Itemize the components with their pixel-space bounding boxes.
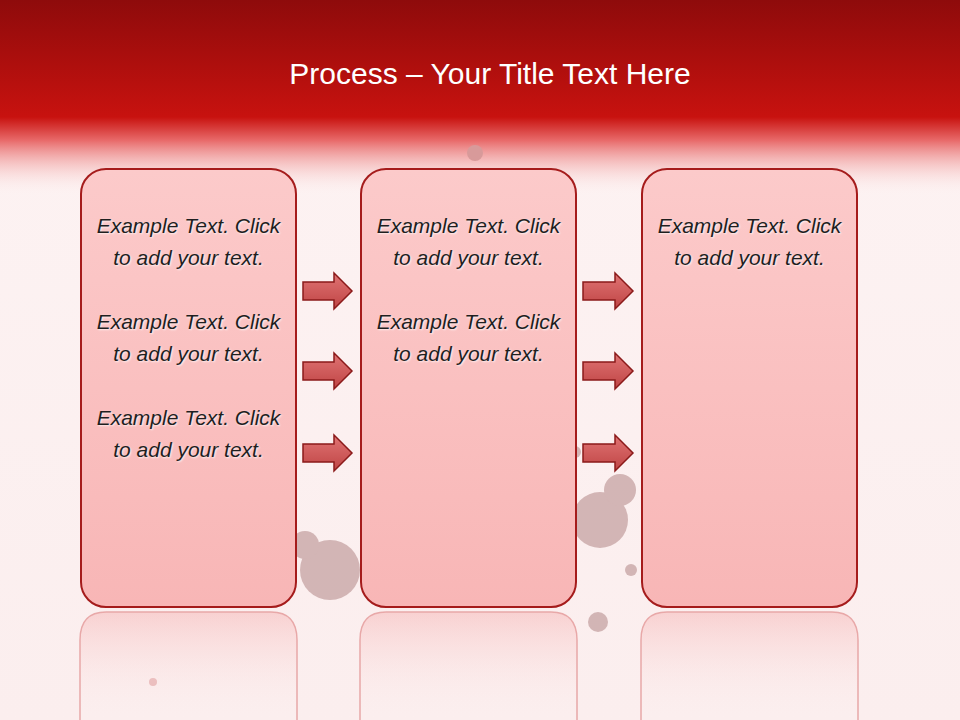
box-text: Example Text. Click to add your text. (92, 210, 285, 274)
header-band (0, 0, 960, 195)
block-arrow (583, 435, 633, 471)
box-text: Example Text. Click to add your text. (653, 210, 846, 274)
box-text: Example Text. Click to add your text. (372, 210, 565, 274)
box-text: Example Text. Click to add your text. (92, 306, 285, 370)
box-reflections (80, 612, 858, 720)
process-box: Example Text. Click to add your text. Exa… (360, 168, 577, 608)
process-box: Example Text. Click to add your text. Exa… (80, 168, 297, 608)
box-text: Example Text. Click to add your text. (372, 306, 565, 370)
slide-title: Process – Your Title Text Here (20, 52, 960, 96)
block-arrow (303, 353, 352, 389)
process-box: Example Text. Click to add your text. (641, 168, 858, 608)
block-arrow (583, 273, 633, 309)
block-arrow (583, 353, 633, 389)
block-arrow (303, 273, 352, 309)
box-text: Example Text. Click to add your text. (92, 402, 285, 466)
splash-dot (467, 145, 483, 161)
block-arrow (303, 435, 352, 471)
